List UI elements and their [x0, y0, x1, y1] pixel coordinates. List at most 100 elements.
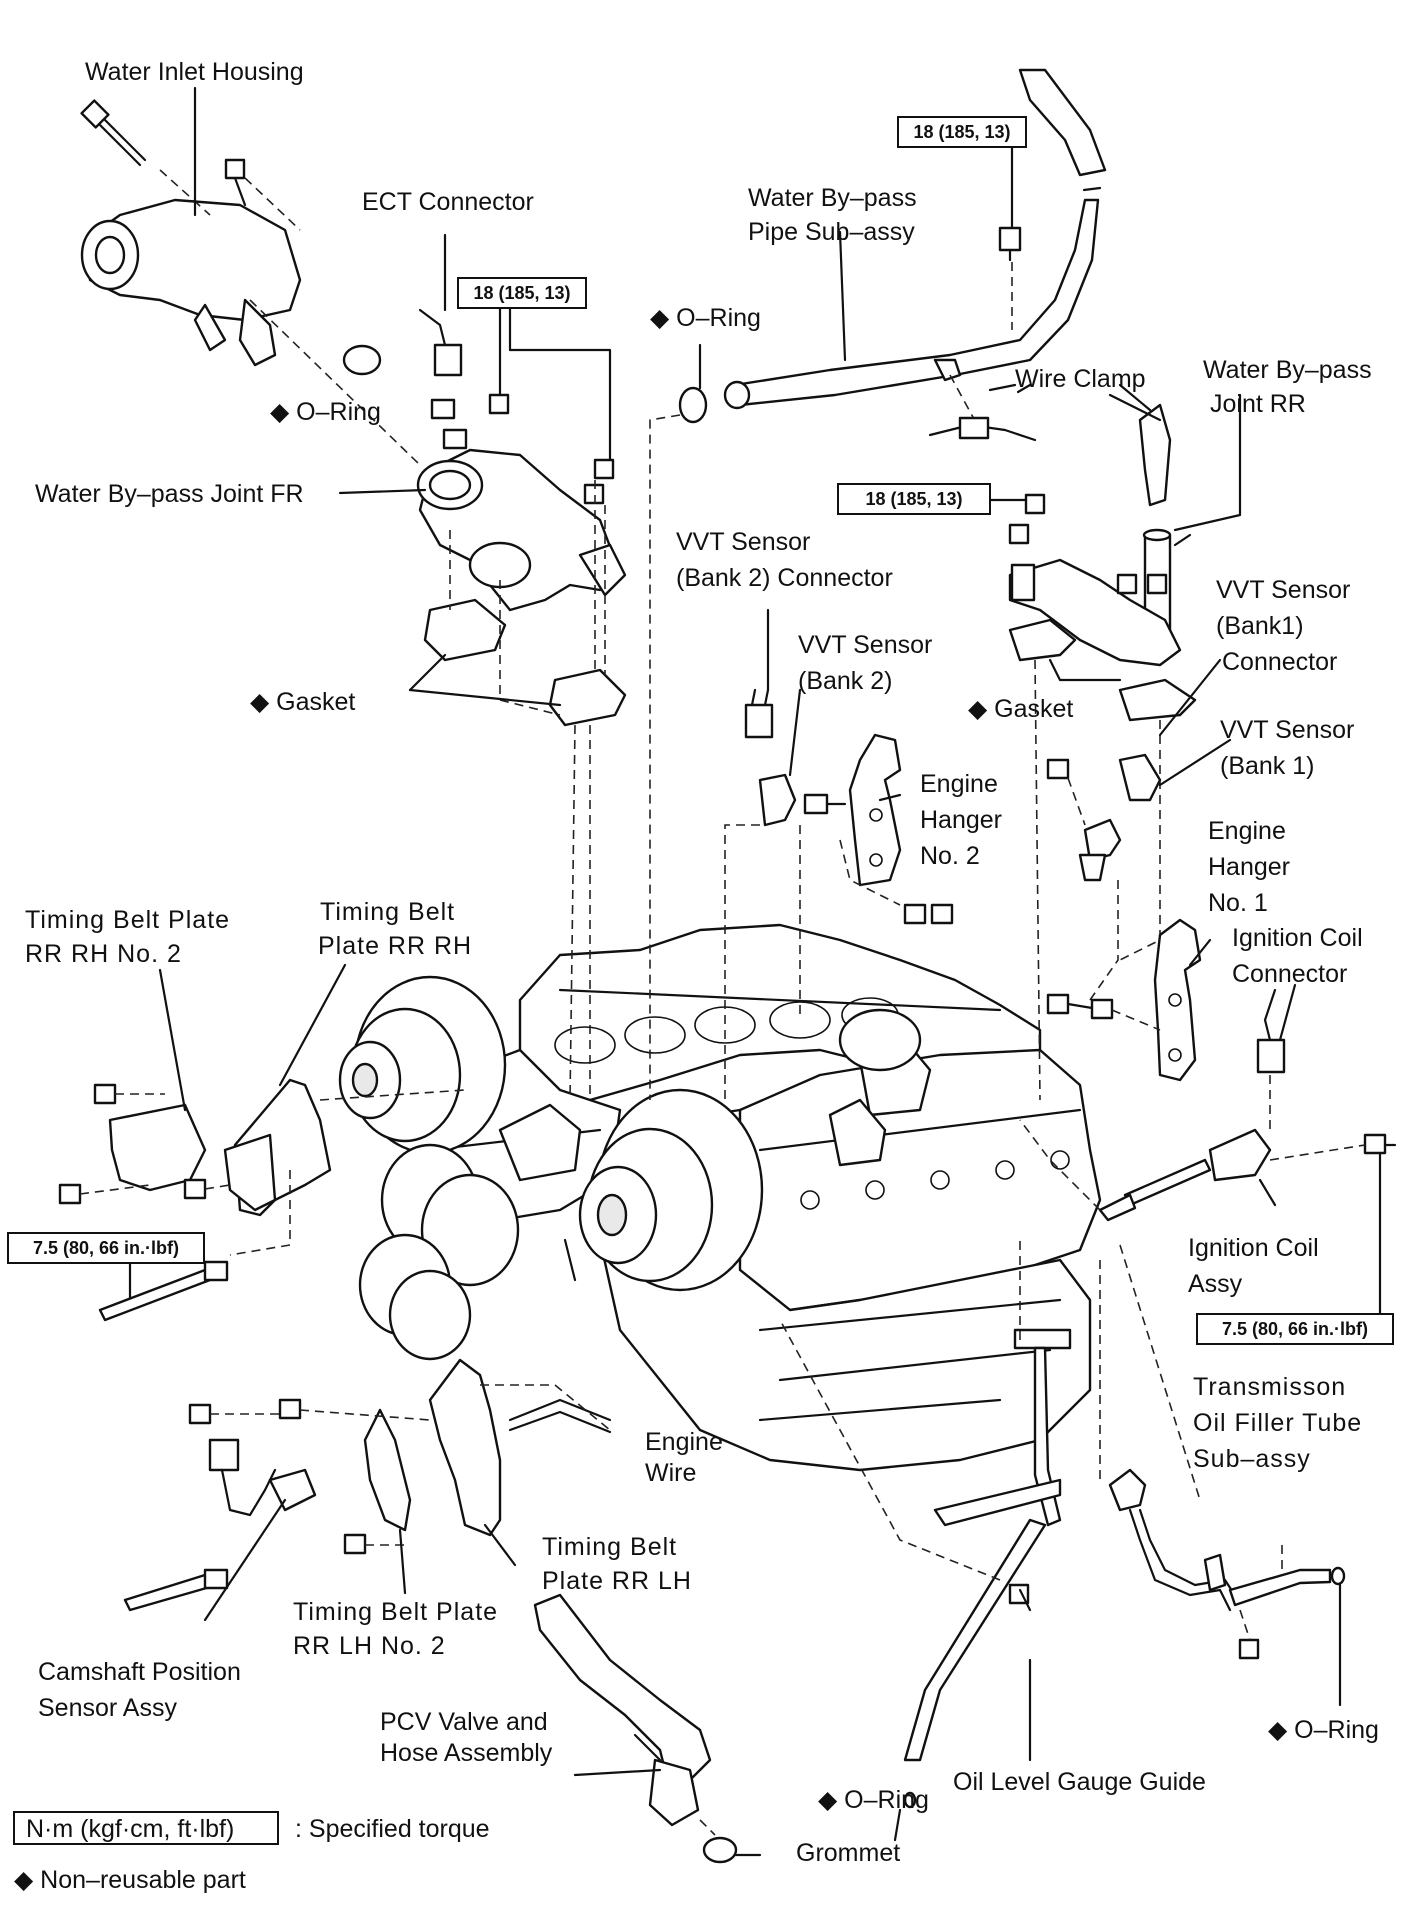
torque-box-top: 18 (185, 13): [897, 116, 1027, 148]
gasket-rr-2: [1118, 678, 1197, 722]
nut-3: [583, 483, 605, 505]
label-transmission-tube: Sub–assy: [1193, 1445, 1311, 1473]
label-tbp-rr-lh: Plate RR LH: [542, 1567, 692, 1595]
label-engine-hanger-no2: Engine: [920, 770, 998, 798]
label-tbp-rr-rh: Timing Belt: [320, 898, 455, 926]
legend-torque-box-text: N·m (kgf·cm, ft·lbf): [26, 1815, 234, 1843]
torque-box-left: 18 (185, 13): [457, 277, 587, 309]
engine-hanger-no1: [1153, 918, 1202, 1082]
timing-belt-plate-rr-rh-no2: [108, 1103, 207, 1192]
nut-rr-4: [1146, 573, 1168, 595]
label-vvt-bank1-connector: (Bank1): [1216, 612, 1304, 640]
label-vvt-bank2-connector: VVT Sensor: [676, 528, 810, 556]
label-vvt-bank2: (Bank 2): [798, 667, 892, 695]
label-engine-hanger-no2: No. 2: [920, 842, 980, 870]
label-vvt-bank2-connector: (Bank 2) Connector: [676, 564, 893, 592]
vvt-sensor-bank1: [1078, 818, 1122, 882]
bolt-water-inlet-2: [224, 158, 247, 207]
label-engine-hanger-no1: Engine: [1208, 817, 1286, 845]
label-tbp-rr-rh-no2: RR RH No. 2: [25, 940, 182, 968]
label-grommet: Grommet: [796, 1839, 900, 1867]
bolt-rh-1: [93, 1083, 117, 1105]
ignition-coil-assy: [1098, 1128, 1272, 1222]
bolt-hanger2-1: [903, 903, 927, 925]
bolt-vvt1: [1046, 758, 1070, 780]
label-ect-connector: ECT Connector: [362, 188, 534, 216]
label-transmission-tube: Transmisson: [1193, 1373, 1346, 1401]
bolt-ignition: [1363, 1133, 1387, 1155]
pcv-valve-hose: [533, 1593, 738, 1864]
label-vvt-bank1: VVT Sensor: [1220, 716, 1354, 744]
label-vvt-bank1: (Bank 1): [1220, 752, 1314, 780]
stud-bolt: [98, 1260, 229, 1322]
torque-text: 7.5 (80, 66 in.·lbf): [33, 1238, 179, 1258]
water-inlet-housing: [80, 198, 302, 367]
camshaft-position-sensor: [208, 1438, 317, 1517]
gasket-fr-1: [423, 598, 507, 662]
oring-center: [678, 386, 708, 424]
nut-rr-3: [1116, 573, 1138, 595]
timing-belt-plate-rr-lh: [428, 1358, 502, 1537]
label-oring-center: ◆ O–Ring: [650, 304, 761, 332]
bolt-filler: [1238, 1638, 1260, 1660]
engine-hanger-no2: [848, 733, 902, 887]
label-transmission-tube: Oil Filler Tube: [1193, 1409, 1362, 1437]
label-vvt-bank1-connector: VVT Sensor: [1216, 576, 1350, 604]
torque-box-mid: 18 (185, 13): [837, 483, 991, 515]
torque-box-small-right: 7.5 (80, 66 in.·lbf): [1196, 1313, 1394, 1345]
vvt-sensor-bank2-connector: [744, 688, 774, 739]
transmission-oil-filler-tube: [1108, 1468, 1346, 1612]
label-pcv-valve: PCV Valve and: [380, 1708, 548, 1736]
label-water-bypass-joint-rr: Joint RR: [1210, 390, 1306, 418]
timing-belt-plate-rr-lh-no2: [363, 1408, 412, 1532]
label-tbp-rr-lh-no2: RR LH No. 2: [293, 1632, 446, 1660]
label-gasket-right: ◆ Gasket: [968, 695, 1073, 723]
vvt-sensor-bank2: [758, 773, 847, 827]
label-water-bypass-joint-fr: Water By–pass Joint FR: [35, 480, 304, 508]
torque-text: 18 (185, 13): [865, 489, 962, 509]
nut-rr-1: [1024, 493, 1046, 515]
label-oring-bottom: ◆ O–Ring: [818, 1786, 929, 1814]
torque-text: 18 (185, 13): [473, 283, 570, 303]
water-bypass-pipe: [723, 68, 1107, 410]
label-engine-wire: Engine: [645, 1428, 723, 1456]
bolt-hanger1-2: [1090, 998, 1114, 1020]
label-oring-right: ◆ O–Ring: [1268, 1716, 1379, 1744]
torque-text: 7.5 (80, 66 in.·lbf): [1222, 1319, 1368, 1339]
gasket-rr-1: [1008, 618, 1077, 662]
label-water-inlet-housing: Water Inlet Housing: [85, 58, 304, 86]
cam-sensor-bolt: [123, 1568, 229, 1612]
bolt-lh-2: [278, 1398, 302, 1420]
label-ignition-coil-connector: Ignition Coil: [1232, 924, 1363, 952]
gasket-fr-2: [548, 668, 627, 727]
torque-text: 18 (185, 13): [913, 122, 1010, 142]
label-ignition-coil-assy: Assy: [1188, 1270, 1243, 1298]
label-water-bypass-pipe: Water By–pass: [748, 184, 917, 212]
label-vvt-bank1-connector: Connector: [1222, 648, 1337, 676]
ignition-coil-connector: [1256, 988, 1286, 1074]
bolt-bypass-pipe: [998, 226, 1022, 262]
label-gasket-left: ◆ Gasket: [250, 688, 355, 716]
nut-1: [488, 393, 510, 415]
oring-left: [342, 344, 382, 376]
label-tbp-rr-lh-no2: Timing Belt Plate: [293, 1598, 498, 1626]
label-camshaft-sensor: Sensor Assy: [38, 1694, 177, 1722]
nut-2: [593, 458, 615, 480]
label-ignition-coil-connector: Connector: [1232, 960, 1347, 988]
label-engine-hanger-no2: Hanger: [920, 806, 1002, 834]
label-tbp-rr-rh: Plate RR RH: [318, 932, 472, 960]
label-tbp-rr-lh: Timing Belt: [542, 1533, 677, 1561]
bolt-hanger1-1: [1046, 993, 1070, 1015]
nut-rr-2: [1008, 523, 1030, 545]
bolt-rh-2: [58, 1183, 82, 1205]
label-engine-wire: Wire: [645, 1459, 696, 1487]
bolt-water-inlet-1: [80, 99, 147, 167]
label-camshaft-sensor: Camshaft Position: [38, 1658, 241, 1686]
label-water-bypass-pipe: Pipe Sub–assy: [748, 218, 915, 246]
label-engine-hanger-no1: No. 1: [1208, 889, 1268, 917]
label-oring-left: ◆ O–Ring: [270, 398, 381, 426]
label-oil-level-gauge-guide: Oil Level Gauge Guide: [953, 1768, 1206, 1796]
label-ignition-coil-assy: Ignition Coil: [1188, 1234, 1319, 1262]
label-vvt-bank2: VVT Sensor: [798, 631, 932, 659]
